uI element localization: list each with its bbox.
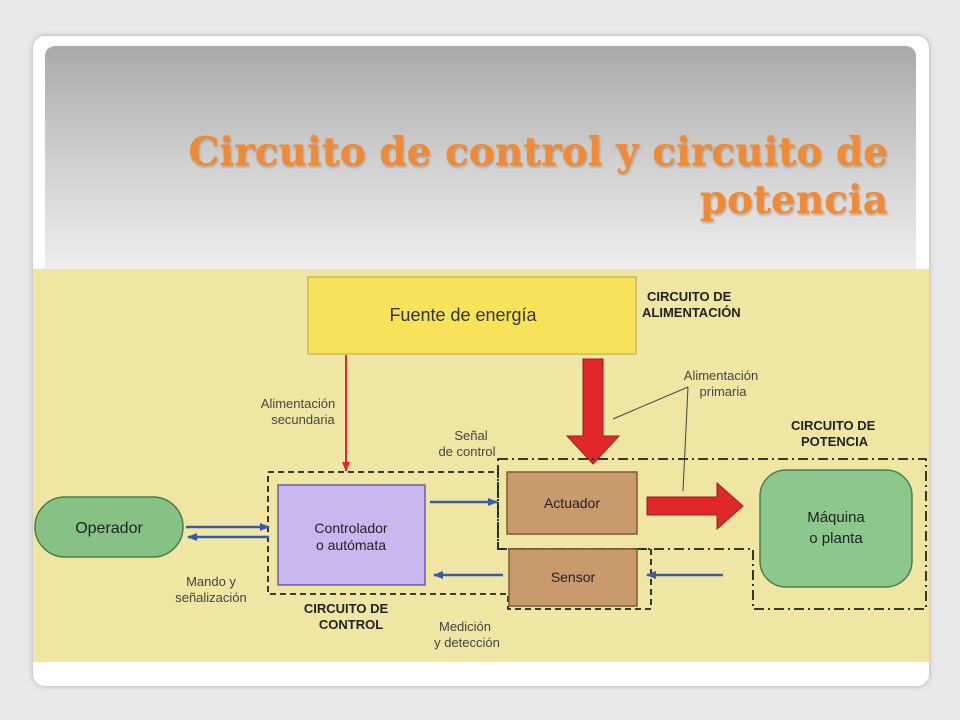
senal-label-1: Señal (454, 428, 487, 443)
mando-label-2: señalización (175, 590, 247, 605)
region-control-border (267, 471, 652, 610)
controlador-box (277, 484, 426, 586)
senal-label-2: de control (438, 444, 495, 459)
maquina-label-1: Máquina (807, 509, 865, 526)
actuador-box (506, 471, 638, 535)
mando-label-1: Mando y (186, 574, 236, 589)
fuente-energia-label: Fuente de energía (389, 305, 537, 325)
actuador-label: Actuador (544, 495, 600, 511)
diagram-figure: Fuente de energía CIRCUITO DE ALIMENTACI… (33, 269, 929, 662)
region-control-label-2: CONTROL (319, 617, 383, 632)
alim-primaria-label-2: primaria (700, 384, 748, 399)
maquina-box (759, 469, 913, 588)
region-control-label-1: CIRCUITO DE (304, 601, 389, 616)
alim-secundaria-label-2: secundaria (271, 412, 335, 427)
operador-box (34, 496, 184, 558)
alim-primaria-pointer-2 (682, 386, 689, 492)
controlador-label-1: Controlador (314, 520, 387, 536)
region-alimentacion-label-2: ALIMENTACIÓN (642, 305, 741, 320)
operador-label: Operador (75, 520, 143, 537)
diagram-svg: Fuente de energía CIRCUITO DE ALIMENTACI… (34, 276, 927, 650)
power-arrow-down (565, 358, 621, 465)
alim-primaria-pointer-1 (612, 386, 689, 420)
medicion-label-1: Medición (439, 619, 491, 634)
sensor-box (508, 548, 638, 607)
region-potencia-label-2: POTENCIA (801, 434, 869, 449)
slide-title: Circuito de control y circuito de potenc… (188, 129, 888, 223)
region-potencia-border (497, 458, 927, 610)
alim-secundaria-label-1: Alimentación (261, 396, 335, 411)
medicion-label-2: y detección (434, 635, 500, 650)
controlador-label-2: o autómata (316, 537, 386, 553)
region-alimentacion-label-1: CIRCUITO DE (647, 289, 732, 304)
alim-primaria-label-1: Alimentación (684, 368, 758, 383)
power-arrow-right (646, 481, 744, 531)
region-potencia-label-1: CIRCUITO DE (791, 418, 876, 433)
sensor-label: Sensor (551, 569, 596, 585)
title-band (45, 46, 916, 270)
fuente-energia-box (307, 276, 637, 355)
maquina-label-2: o planta (809, 530, 863, 547)
